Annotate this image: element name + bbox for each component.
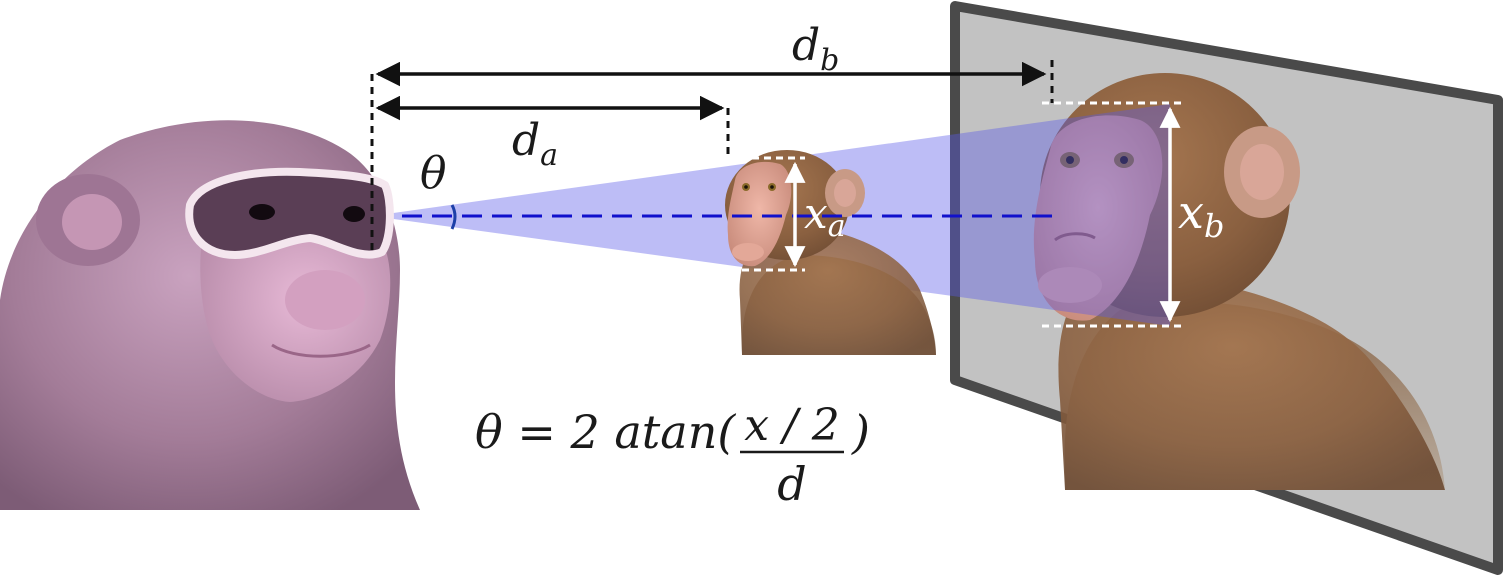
- label-d-a: da: [512, 115, 558, 173]
- height-guides: [718, 101, 1182, 328]
- label-x-a: xa: [804, 189, 846, 244]
- formula-rhs: ): [851, 405, 870, 459]
- label-d-b: db: [792, 20, 839, 78]
- observer-monkey-icon: [0, 120, 420, 510]
- label-x-b: xb: [1178, 185, 1224, 245]
- measurement-guides: [370, 60, 1054, 252]
- formula-lhs: θ = 2 atan(: [475, 405, 736, 459]
- goggles-icon: [185, 167, 394, 259]
- formula-numerator: x / 2: [744, 400, 840, 451]
- visual-angle-formula: θ = 2 atan( x / 2 ) d: [475, 400, 870, 511]
- angle-arc: [450, 204, 457, 230]
- formula-denominator: d: [777, 457, 806, 511]
- label-theta: θ: [420, 148, 447, 199]
